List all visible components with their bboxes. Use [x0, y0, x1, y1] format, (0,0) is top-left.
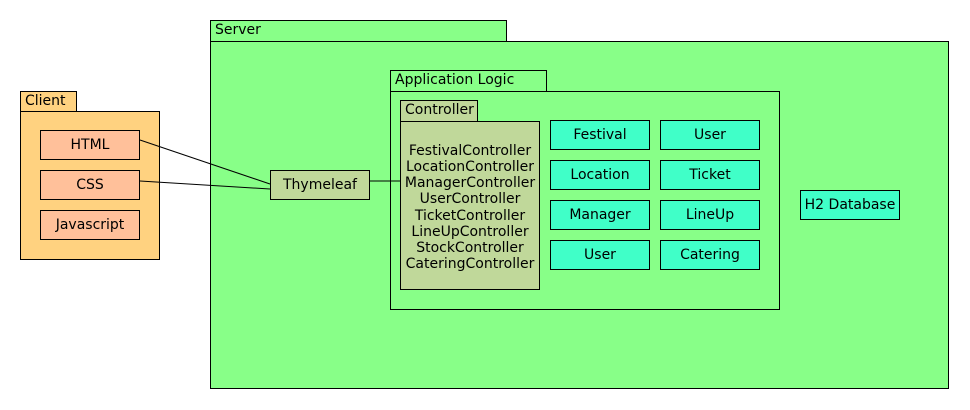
entity-label: Location: [570, 167, 630, 183]
connector-html-thymeleaf: [139, 139, 271, 185]
server-package-title: Server: [215, 22, 261, 38]
controller-item: TicketController: [414, 207, 526, 224]
client-item-label: CSS: [76, 177, 104, 193]
controller-item: CateringController: [405, 256, 535, 273]
controller-package-tab: Controller: [400, 100, 478, 122]
controller-package-title: Controller: [405, 102, 474, 118]
database-node: H2 Database: [800, 190, 900, 220]
controller-item: UserController: [419, 191, 521, 208]
entity-catering: Catering: [660, 240, 760, 270]
entity-user: User: [660, 120, 760, 150]
controller-item: LineUpController: [411, 223, 529, 240]
thymeleaf-node: Thymeleaf: [270, 170, 370, 200]
entity-label: Festival: [573, 127, 627, 143]
thymeleaf-label: Thymeleaf: [283, 177, 357, 193]
entity-label: Manager: [569, 207, 631, 223]
database-label: H2 Database: [804, 197, 896, 213]
app-logic-package-tab: Application Logic: [390, 70, 547, 92]
entity-lineup: LineUp: [660, 200, 760, 230]
controller-item: LocationController: [405, 158, 535, 175]
client-item-javascript: Javascript: [40, 210, 140, 240]
controller-item: FestivalController: [408, 142, 532, 159]
entity-location: Location: [550, 160, 650, 190]
entity-label: Catering: [680, 247, 740, 263]
client-package-title: Client: [25, 93, 66, 109]
entity-user-2: User: [550, 240, 650, 270]
entity-label: LineUp: [685, 207, 735, 223]
server-package-tab: Server: [210, 20, 507, 42]
entity-label: Ticket: [689, 167, 731, 183]
entity-manager: Manager: [550, 200, 650, 230]
controller-item: ManagerController: [404, 175, 536, 192]
app-logic-package-title: Application Logic: [395, 72, 515, 88]
client-item-css: CSS: [40, 170, 140, 200]
entity-festival: Festival: [550, 120, 650, 150]
client-item-label: Javascript: [55, 217, 125, 233]
entity-label: User: [584, 247, 616, 263]
client-package-tab: Client: [20, 91, 77, 112]
client-item-html: HTML: [40, 130, 140, 160]
controller-package: FestivalController LocationController Ma…: [400, 121, 540, 290]
client-item-label: HTML: [70, 137, 110, 153]
controller-item: StockController: [416, 239, 524, 256]
entity-label: User: [694, 127, 726, 143]
entity-ticket: Ticket: [660, 160, 760, 190]
connector-css-thymeleaf: [139, 180, 271, 190]
